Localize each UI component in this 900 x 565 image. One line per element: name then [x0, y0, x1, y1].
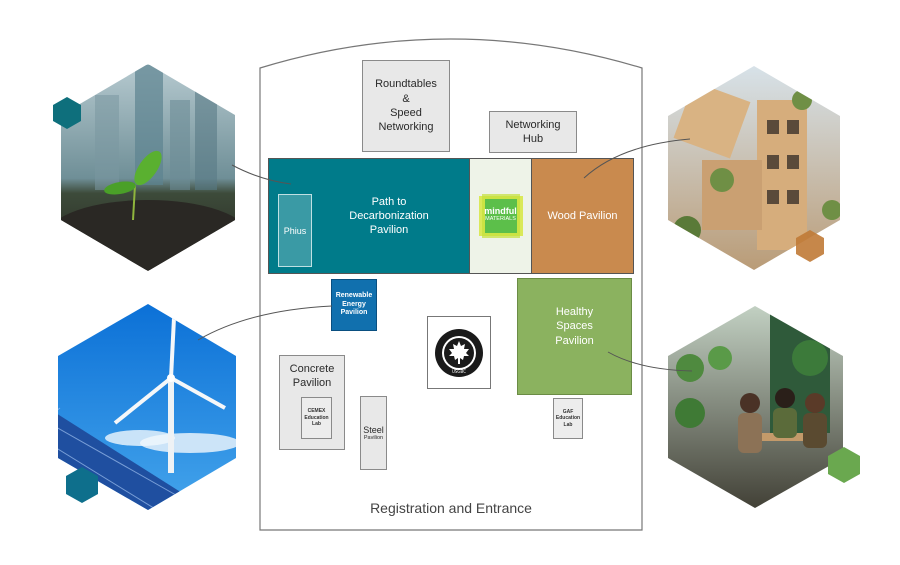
steel-pavilion[interactable]: Steel Pavilion	[360, 396, 387, 470]
networking-hub-label: Networking Hub	[505, 118, 561, 145]
wind-solar-photo	[58, 304, 236, 510]
roundtables-area[interactable]: Roundtables & Speed Networking	[362, 60, 450, 152]
healthy-spaces-label: Healthy Spaces Pavilion	[555, 306, 594, 347]
cafe-plants-photo	[668, 306, 860, 508]
usgbc-abbr: USGBC	[452, 369, 466, 374]
mindful-materials-logo: mindful MATERIALS	[478, 194, 523, 238]
hexagon-accent-icon	[828, 447, 860, 483]
phius-booth[interactable]: Phius	[278, 194, 312, 267]
phius-label: Phius	[283, 225, 307, 236]
wood-building-photo	[668, 66, 840, 270]
cemex-education-lab[interactable]: CEMEX Education Lab	[301, 397, 332, 439]
decarbonization-label: Path to Decarbonization Pavilion	[349, 195, 429, 237]
renewable-label: Renewable Energy Pavilion	[335, 291, 373, 317]
wood-pavilion[interactable]: Wood Pavilion	[531, 159, 633, 273]
mindful-materials-booth[interactable]: mindful MATERIALS	[469, 159, 531, 273]
hexagon-accent-icon	[66, 467, 98, 503]
steel-label: Steel	[363, 425, 384, 435]
gaf-education-lab[interactable]: GAF Education Lab	[553, 398, 583, 439]
seedling-city-photo	[53, 64, 235, 271]
networking-hub[interactable]: Networking Hub	[489, 111, 577, 153]
roundtables-label: Roundtables & Speed Networking	[375, 78, 437, 134]
wood-pavilion-label: Wood Pavilion	[547, 210, 618, 222]
materials-text: MATERIALS	[485, 216, 516, 222]
hexagon-accent-icon	[53, 97, 81, 129]
renewable-energy-pavilion[interactable]: Renewable Energy Pavilion	[331, 279, 377, 331]
steel-sub-label: Pavilion	[363, 435, 384, 441]
mindful-text: mindful	[484, 206, 517, 216]
registration-entrance-label: Registration and Entrance	[370, 500, 532, 516]
hexagon-accent-icon	[796, 230, 824, 262]
cemex-label: CEMEX Education Lab	[304, 408, 329, 428]
pavilion-row	[268, 158, 634, 274]
concrete-label: Concrete Pavilion	[289, 363, 335, 390]
gaf-label: GAF Education Lab	[555, 408, 581, 428]
usgbc-booth[interactable]: USGBC	[427, 316, 491, 389]
healthy-spaces-pavilion[interactable]: Healthy Spaces Pavilion	[517, 278, 632, 395]
usgbc-logo-icon: USGBC	[435, 328, 483, 377]
